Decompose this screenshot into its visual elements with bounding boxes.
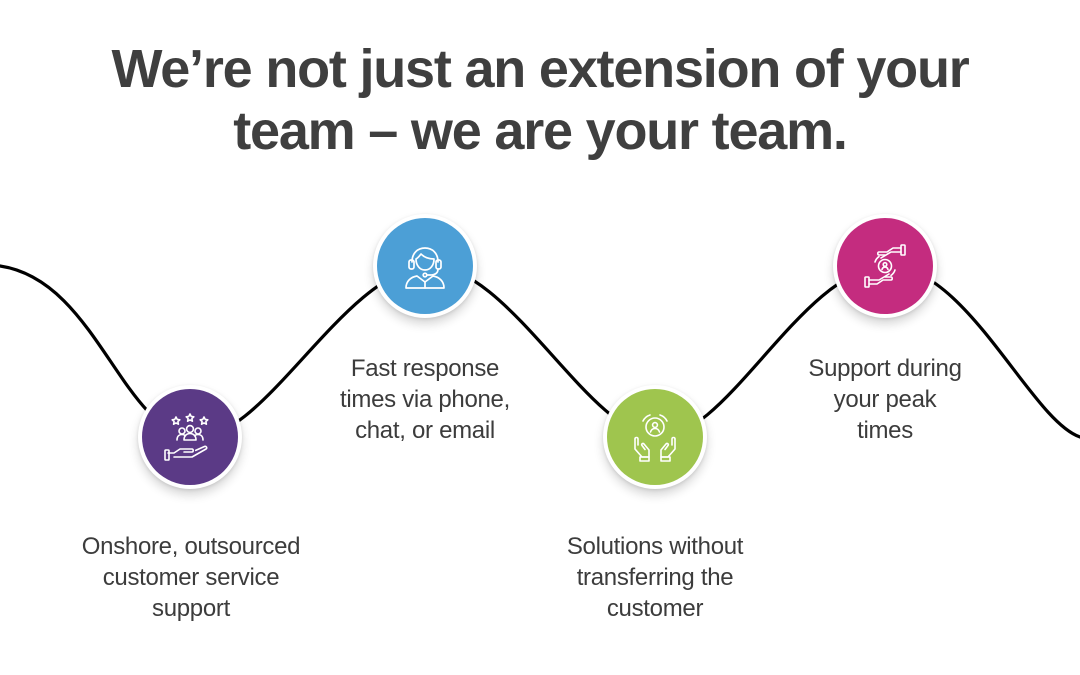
step-4-label-line-2: your peak: [833, 386, 937, 413]
page-title: We’re not just an extension of your team…: [0, 38, 1080, 162]
step-2-label: Fast response times via phone, chat, or …: [285, 353, 565, 446]
step-3-label-line-2: transferring the: [576, 564, 734, 591]
step-3-label-line-1: Solutions without: [566, 533, 744, 560]
step-1-label-line-1: Onshore, outsourced: [81, 533, 301, 560]
hands-solution-icon: [634, 414, 676, 462]
step-2-disc: [377, 218, 473, 314]
step-4-disc: [837, 218, 933, 314]
step-4-label-line-3: times: [857, 417, 913, 444]
hands-exchange-icon: [864, 244, 906, 288]
headset-agent-icon: [405, 247, 445, 289]
step-3-label: Solutions without transferring the custo…: [515, 531, 795, 624]
step-2-label-line-1: Fast response: [350, 355, 500, 382]
page-title-line-2: team – we are your team.: [233, 101, 848, 161]
page-title-line-1: We’re not just an extension of your: [111, 39, 969, 99]
step-3-icon-circle: [603, 385, 707, 489]
step-1-label-line-2: customer service: [102, 564, 280, 591]
step-4-label: Support during your peak times: [745, 353, 1025, 446]
step-1-label-line-3: support: [152, 595, 230, 622]
step-2-label-line-3: chat, or email: [355, 417, 495, 444]
step-3-label-line-3: customer: [606, 595, 704, 622]
customer-service-rating-icon: [164, 413, 209, 461]
step-1-disc: [142, 389, 238, 485]
step-3-disc: [607, 389, 703, 485]
step-2-label-line-2: times via phone,: [340, 386, 510, 413]
step-1-label: Onshore, outsourced customer service sup…: [51, 531, 331, 624]
step-4-icon-circle: [833, 214, 937, 318]
step-1-icon-circle: [138, 385, 242, 489]
step-4-label-line-1: Support during: [808, 355, 962, 382]
step-2-icon-circle: [373, 214, 477, 318]
